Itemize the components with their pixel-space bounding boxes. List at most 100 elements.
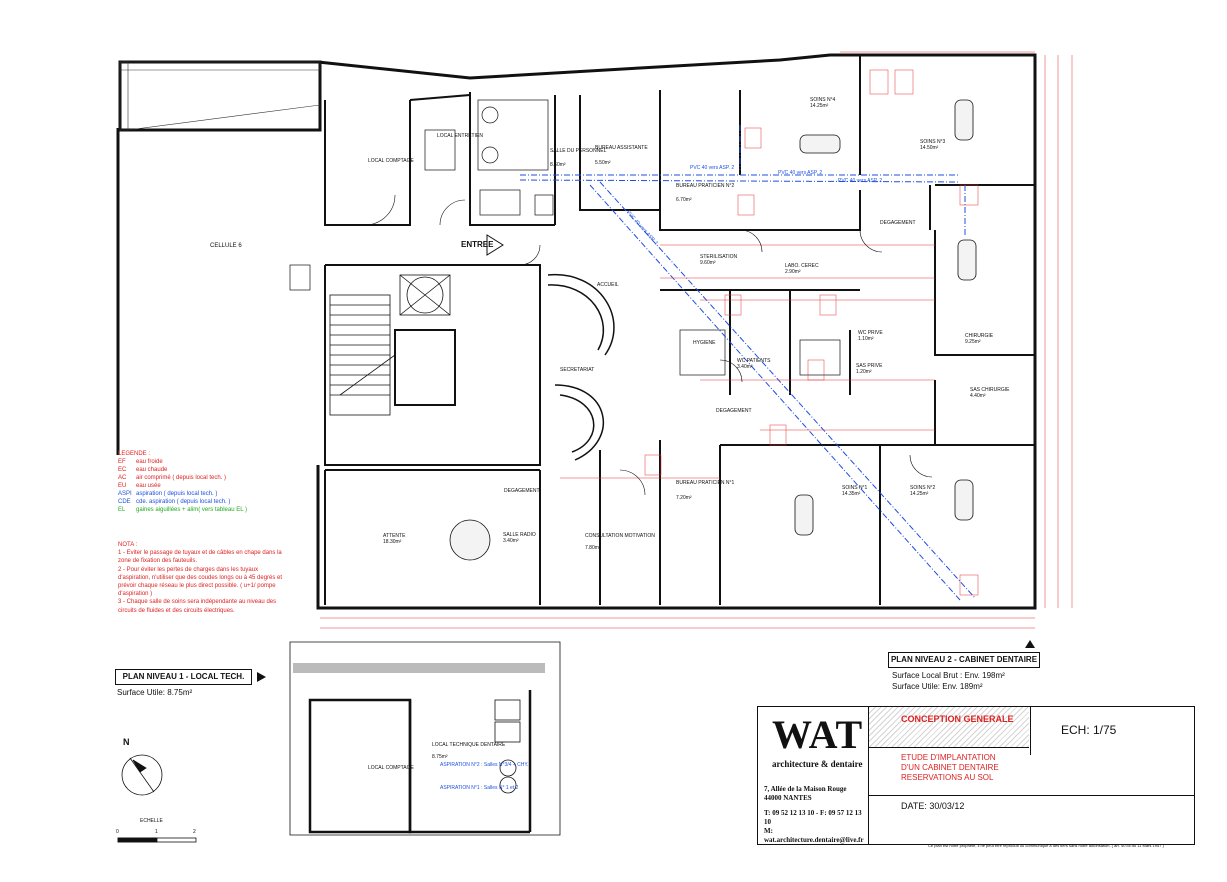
tech-asp2-label: ASPIRATION N°2 : Salles N°3/4 + CHY. xyxy=(440,762,529,768)
room-bureau-praticien2: BUREAU PRATICIEN N°2 xyxy=(676,183,735,189)
legend-key: EL xyxy=(118,507,126,513)
address-line-1: 7, Allée de la Maison Rouge xyxy=(764,785,847,793)
tech-plan-walls xyxy=(289,641,561,836)
room-sas-chirurgie-area: 4.40m² xyxy=(970,393,986,399)
room-attente-area: 18.30m² xyxy=(383,539,402,545)
room-bureau-assistante: BUREAU ASSISTANTE xyxy=(595,145,648,151)
fluid-boxes xyxy=(644,69,979,596)
dimension-lines xyxy=(320,51,1073,629)
dental-chairs xyxy=(449,99,977,561)
phone: T: 09 52 12 13 10 - F: 09 57 12 13 10 xyxy=(764,809,862,826)
pipe-label-2: PVC 40 vers ASP. 2 xyxy=(778,170,823,176)
room-bureau-praticien1: BUREAU PRATICIEN N°1 xyxy=(676,480,735,486)
plan1-arrow-icon xyxy=(257,672,266,682)
legend-value: cde. aspiration ( depuis local tech. ) xyxy=(136,499,231,505)
room-accueil: ACCUEIL xyxy=(597,282,619,288)
room-degagement3: DEGAGEMENT xyxy=(504,488,540,494)
notes: NOTA : 1 - Eviter le passage de tuyaux e… xyxy=(118,541,288,615)
room-local-comptage: LOCAL COMPTAGE xyxy=(368,158,414,164)
room-soins3-area: 14.50m² xyxy=(920,145,939,151)
north-compass-icon xyxy=(121,754,163,796)
study-cell: ETUDE D'IMPLANTATION D'UN CABINET DENTAI… xyxy=(869,747,1029,796)
room-soins4: SOINS N°4 xyxy=(810,97,836,103)
room-soins2-area: 14.25m² xyxy=(910,491,929,497)
legend-key: AC xyxy=(118,475,127,481)
scale-value: ECH: 1/75 xyxy=(1061,723,1117,737)
legend-title: LEGENDE : xyxy=(118,451,151,457)
note-1: 1 - Eviter le passage de tuyaux et de câ… xyxy=(118,550,282,565)
tech-room-local-technique: LOCAL TECHNIQUE DENTAIRE xyxy=(432,742,506,748)
room-cellule: CELLULE 6 xyxy=(210,243,242,249)
pipe-label-1: PVC 40 vers ASP. 2 xyxy=(690,165,735,171)
room-sterilisation-area: 9.60m² xyxy=(700,260,716,266)
room-salle-radio-area: 3.40m² xyxy=(503,538,519,544)
note-2: 2 - Pour éviter les pertes de charges da… xyxy=(118,566,283,598)
room-chirurgie: CHIRURGIE xyxy=(965,333,994,339)
room-soins1-area: 14.35m² xyxy=(842,491,861,497)
date-cell: DATE: 30/03/12 xyxy=(869,795,1194,816)
surface-utile: Surface Utile: Env. 189m² xyxy=(892,682,983,691)
room-chirurgie-area: 9.25m² xyxy=(965,339,981,345)
room-sas-prive: SAS PRIVE xyxy=(856,363,883,369)
room-attente: ATTENTE xyxy=(383,533,406,539)
room-secretariat: SECRETARIAT xyxy=(560,367,595,373)
room-hygiene: HYGIENE xyxy=(693,340,716,346)
legend-value: gaines aiguillées + alim( vers tableau E… xyxy=(136,507,248,513)
room-sas-chirurgie: SAS CHIRURGIE xyxy=(970,387,1010,393)
room-bureau-praticien2-area: 6.70m² xyxy=(676,197,692,203)
plan-main-surfaces: Surface Local Brut : Env. 198m² Surface … xyxy=(892,670,1005,692)
room-soins2: SOINS N°2 xyxy=(910,485,936,491)
north-label: N xyxy=(123,737,130,747)
room-salle-personnel-area: 8.60m² xyxy=(550,162,566,168)
legend-row: EU eau usée xyxy=(118,482,278,490)
scale-label: ECHELLE xyxy=(140,818,163,824)
fixtures xyxy=(289,99,841,376)
conception-label: CONCEPTION GENERALE xyxy=(901,714,1014,724)
room-bureau-praticien1-area: 7.20m² xyxy=(676,495,692,501)
plan-title-tech: PLAN NIVEAU 1 - LOCAL TECH. xyxy=(115,669,252,685)
study-line-3: RESERVATIONS AU SOL xyxy=(901,773,994,782)
room-consultation: CONSULTATION MOTIVATION xyxy=(585,533,655,539)
room-entree: ENTREE xyxy=(461,240,494,249)
plan-tech-surface: Surface Utile: 8.75m² xyxy=(117,688,193,697)
room-salle-personnel: SALLE DU PERSONNEL xyxy=(550,148,607,154)
tech-room-local-comptage: LOCAL COMPTAGE xyxy=(368,765,414,771)
legend-value: eau chaude xyxy=(136,467,168,473)
brand-logo: WAT xyxy=(772,712,864,757)
legend-row: EL gaines aiguillées + alim( vers tableau… xyxy=(118,506,278,514)
room-wc-prive-area: 1.10m² xyxy=(858,336,874,342)
brand-sub: architecture & dentaire xyxy=(772,759,863,769)
room-salle-radio: SALLE RADIO xyxy=(503,532,536,538)
staircase xyxy=(329,274,456,416)
room-wc-prive: WC PRIVE xyxy=(858,330,883,336)
hatched-wall xyxy=(119,61,321,131)
surface-brut: Surface Local Brut : Env. 198m² xyxy=(892,671,1005,680)
tech-room-local-technique-area: 8.75m² xyxy=(432,754,448,760)
room-degagement: DEGAGEMENT xyxy=(880,220,916,226)
outer-walls xyxy=(116,53,1037,610)
address-line-2: 44000 NANTES xyxy=(764,794,812,802)
note-3: 3 - Chaque salle de soins sera indépenda… xyxy=(118,599,277,614)
legend-key: EF xyxy=(118,459,126,465)
tech-asp1-label: ASPIRATION N°1 : Salles N° 1 et 2 xyxy=(440,785,519,791)
notes-title: NOTA : xyxy=(118,542,138,548)
scale-bar xyxy=(117,837,197,843)
reception-desk xyxy=(547,274,615,461)
room-wc-patients: WC PATIENTS xyxy=(737,358,771,364)
logo: WAT architecture & dentaire 7, Allée de … xyxy=(758,707,869,844)
legend-key: EU xyxy=(118,483,127,489)
room-bureau-assistante-area: 5.50m² xyxy=(595,160,611,166)
copyright: Ce plan est notre propriété, il ne peut … xyxy=(928,843,1164,848)
legend-value: aspiration ( depuis local tech. ) xyxy=(136,491,218,497)
room-soins3: SOINS N°3 xyxy=(920,139,946,145)
legend-value: eau usée xyxy=(136,483,161,489)
room-sterilisation: STERILISATION xyxy=(700,254,738,260)
study-line-2: D'UN CABINET DENTAIRE xyxy=(901,763,999,772)
door-swings xyxy=(364,194,933,496)
scale-tick-2: 2 xyxy=(193,829,196,835)
